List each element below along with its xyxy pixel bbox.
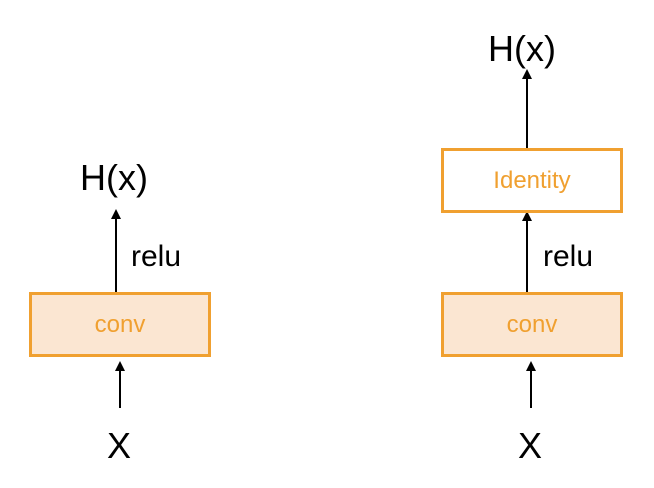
right-conv-block: conv — [441, 292, 623, 357]
left-input-label: X — [107, 425, 132, 466]
left-output-label: H(x) — [80, 157, 148, 198]
left-relu-label: relu — [131, 240, 182, 273]
left-conv-block: conv — [29, 292, 211, 357]
right-output-label: H(x) — [488, 28, 556, 69]
right-identity-label: Identity — [493, 166, 571, 194]
right-conv-label: conv — [506, 310, 558, 338]
right-input-label: X — [518, 425, 543, 466]
left-conv-label: conv — [94, 310, 146, 338]
right-relu-label: relu — [543, 240, 594, 273]
right-identity-block: Identity — [441, 148, 623, 213]
